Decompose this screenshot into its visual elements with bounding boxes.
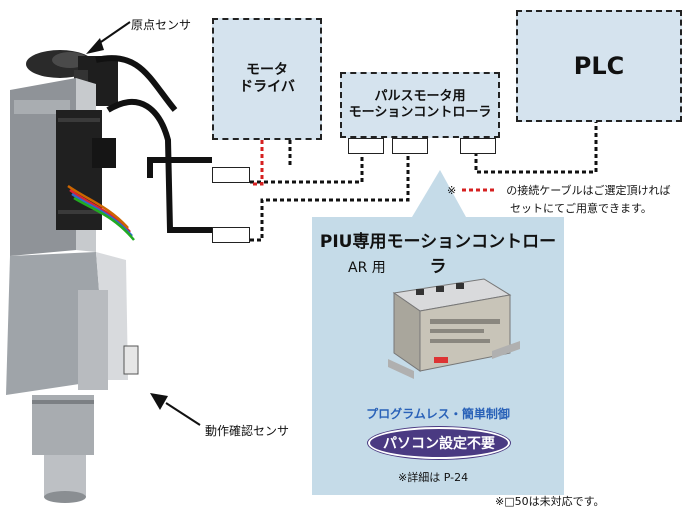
sensor-connector	[212, 227, 250, 243]
controller-connector-2	[392, 138, 428, 154]
driver-connector	[212, 167, 250, 183]
pulse-controller-line2: モーションコントローラ	[348, 105, 492, 120]
panel-detail: ※詳細は P-24	[398, 471, 469, 484]
no-pc-setup-badge: パソコン設定不要	[368, 427, 510, 459]
controller-device-image	[388, 278, 520, 379]
panel-title: PIU専用モーションコントローラ	[319, 232, 557, 277]
controller-connector-3	[460, 138, 496, 154]
pulse-controller-line1: パルスモータ用	[374, 88, 466, 104]
motor-driver-line1: モータ	[246, 61, 288, 78]
no-pc-setup-badge-label: パソコン設定不要	[383, 436, 495, 452]
cable-note: ※ の接続ケーブルはご選定頂ければ	[447, 182, 671, 198]
origin-sensor-label: 原点センサ	[131, 18, 192, 32]
cable-note-line2: セットにてご用意できます。	[510, 202, 652, 215]
plc-label: PLC	[573, 52, 625, 80]
motor-driver-line2: ドライバ	[239, 79, 295, 95]
actuator-illustration	[6, 50, 212, 503]
motion-sensor-label: 動作確認センサ	[205, 424, 290, 438]
panel-subtitle: AR 用	[348, 260, 386, 276]
controller-connector-1	[348, 138, 384, 154]
cable-note-prefix: ※	[447, 184, 457, 197]
footnote: ※□50は未対応です。	[495, 495, 605, 508]
pulse-controller-box: パルスモータ用 モーションコントローラ	[340, 72, 500, 138]
cable-note-suffix: の接続ケーブルはご選定頂ければ	[506, 184, 671, 197]
plc-box: PLC	[516, 10, 682, 122]
controller-panel: PIU専用モーションコントローラ AR 用 プログラムレス・簡単制御 パソコン設…	[312, 217, 564, 495]
panel-tagline: プログラムレス・簡単制御	[366, 407, 510, 421]
motor-driver-box: モータ ドライバ	[212, 18, 322, 140]
